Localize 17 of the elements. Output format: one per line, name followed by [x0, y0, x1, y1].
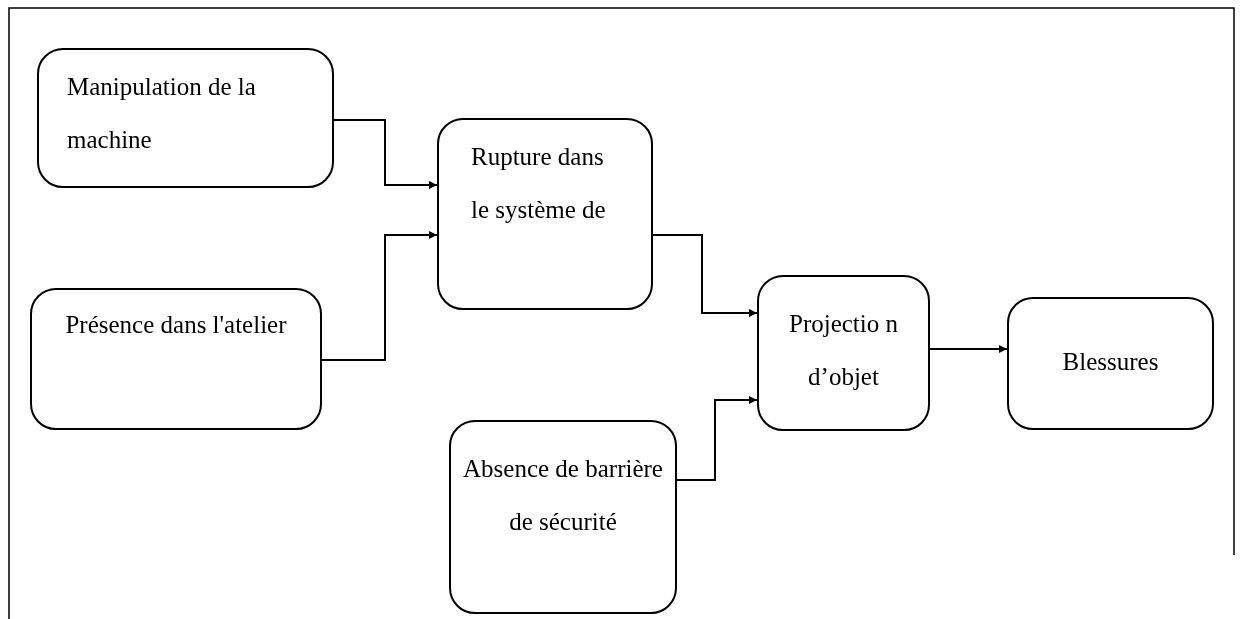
box-label: Présence dans l'atelier [64, 310, 288, 340]
box-label: Manipulation de la machine [67, 72, 257, 155]
process-box [30, 288, 322, 430]
process-box [37, 48, 334, 188]
box-label: Absence de barrière de sécurité [462, 454, 664, 537]
box-label: Rupture dans le système de [471, 142, 607, 225]
process-box [437, 118, 653, 310]
box-label: Blessures [1061, 347, 1160, 377]
connector-arrow [676, 396, 758, 481]
connector-arrow [321, 231, 438, 361]
connector-arrow [333, 119, 438, 189]
process-box [757, 275, 930, 431]
connector-arrow [652, 234, 758, 317]
process-box [449, 420, 677, 614]
process-box [1007, 297, 1214, 430]
box-label: Projectio n d’objet [788, 309, 899, 392]
connector-arrow [929, 345, 1008, 353]
